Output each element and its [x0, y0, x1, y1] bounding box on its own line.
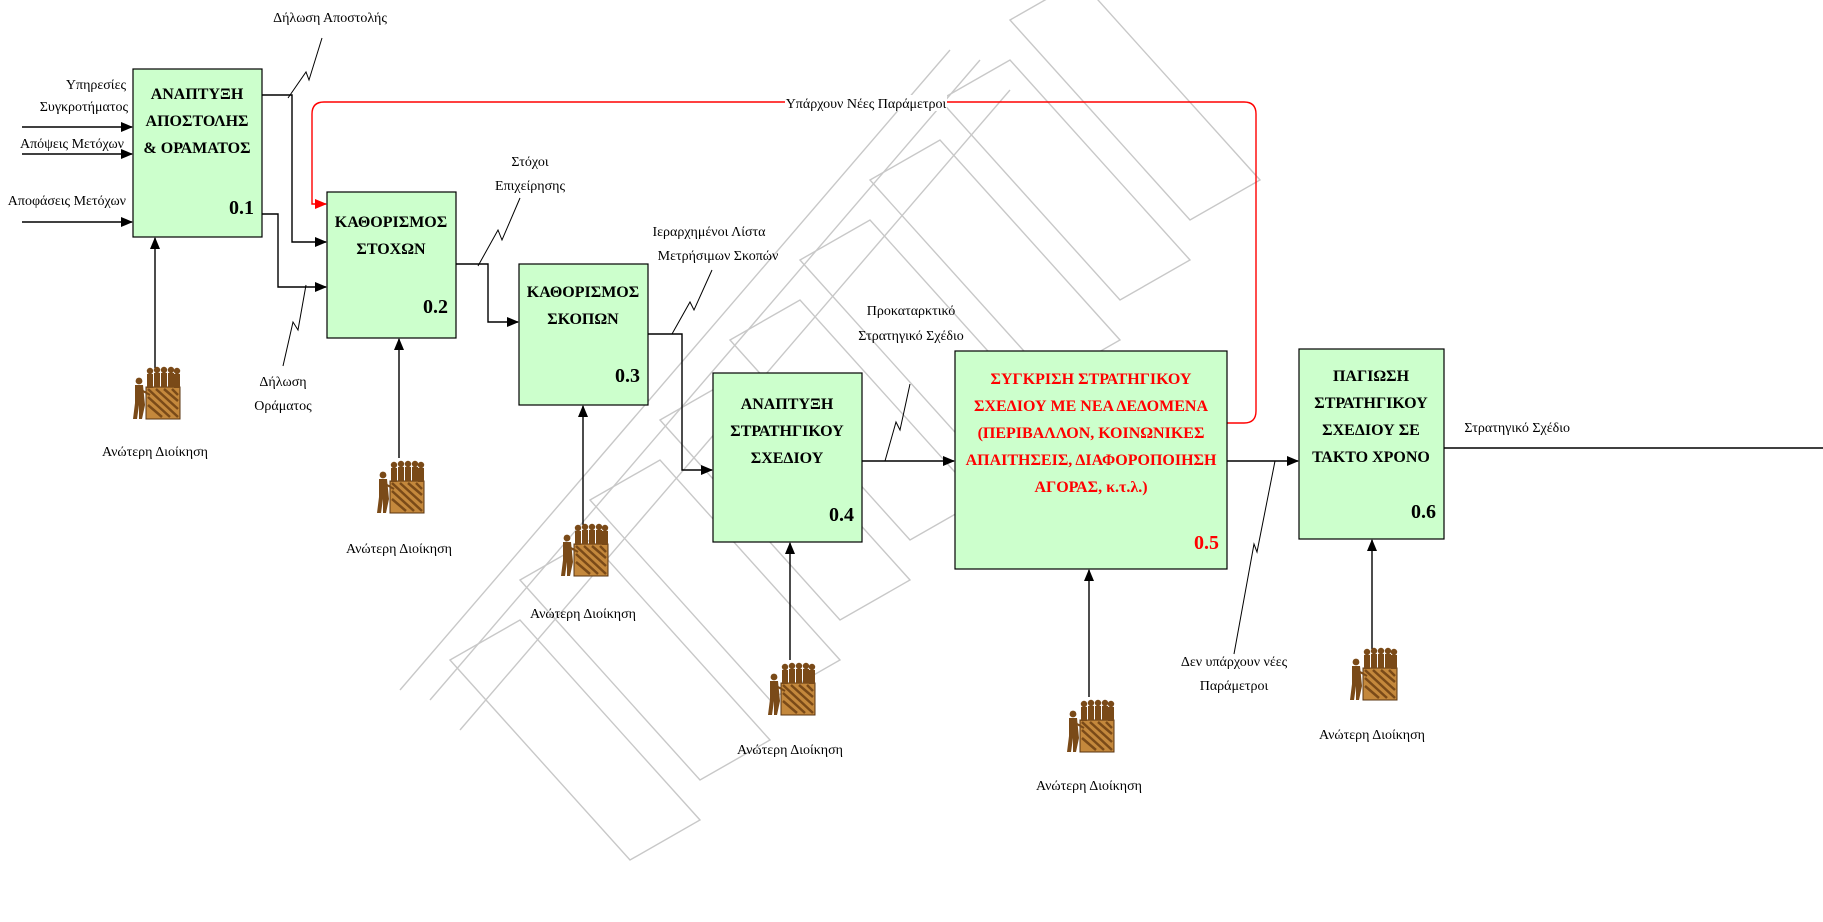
box-title-line: ΑΠΑΙΤΗΣΕΙΣ, ΔΙΑΦΟΡΟΠΟΙΗΣΗ: [966, 452, 1217, 469]
flow-label-no-new-parameters: Δεν υπάρχουν νέες: [1181, 655, 1288, 670]
box-title-line: ΤΑΚΤΟ ΧΡΟΝΟ: [1312, 449, 1430, 466]
mechanism-label: Ανώτερη Διοίκηση: [346, 542, 452, 557]
box-0-3: ΚΑΘΟΡΙΣΜΟΣ ΣΚΟΠΩΝ 0.3: [519, 264, 648, 405]
box-0-6: ΠΑΓΙΩΣΗ ΣΤΡΑΤΗΓΙΚΟΥ ΣΧΕΔΙΟΥ ΣΕ ΤΑΚΤΟ ΧΡΟ…: [1299, 349, 1444, 539]
box-title-line: ΣΧΕΔΙΟΥ ΜΕ ΝΕΑ ΔΕΔΟΜΕΝΑ: [974, 398, 1208, 415]
box-number: 0.5: [1194, 532, 1219, 554]
input-label: Απόψεις Μετόχων: [20, 137, 124, 152]
management-people-icon: [1350, 648, 1397, 700]
input-label: Αποφάσεις Μετόχων: [8, 194, 126, 209]
box-title-line: ΣΤΡΑΤΗΓΙΚΟΥ: [1314, 395, 1428, 412]
box-number: 0.4: [829, 504, 854, 526]
mechanism-label: Ανώτερη Διοίκηση: [530, 607, 636, 622]
management-people-icon: [561, 524, 608, 576]
box-title-line: ΑΝΑΠΤΥΞΗ: [741, 396, 834, 413]
mechanism-label: Ανώτερη Διοίκηση: [737, 743, 843, 758]
box-number: 0.1: [229, 197, 254, 219]
box-title-line: ΣΚΟΠΩΝ: [547, 311, 619, 328]
management-people-icon: [133, 367, 180, 419]
box-title-line: ΣΥΓΚΡΙΣΗ ΣΤΡΑΤΗΓΙΚΟΥ: [991, 371, 1192, 388]
flow-label-vision: Οράματος: [254, 399, 312, 414]
flow-label-preliminary: Στρατηγικό Σχέδιο: [858, 329, 964, 344]
flow-label-goals: Επιχείρησης: [495, 179, 565, 194]
flow-label-vision: Δήλωση: [259, 375, 306, 390]
flow-label-output: Στρατηγικό Σχέδιο: [1464, 421, 1570, 436]
box-title-line: ΣΧΕΔΙΟΥ: [751, 450, 824, 467]
flow-label-preliminary: Προκαταρκτικό: [867, 304, 956, 319]
management-people-icon: [768, 663, 815, 715]
box-number: 0.2: [423, 296, 448, 318]
box-title-line: & ΟΡΑΜΑΤΟΣ: [143, 140, 250, 157]
box-title-line: ΑΠΟΣΤΟΛΗΣ: [146, 113, 249, 130]
input-label: Υπηρεσίες: [66, 78, 127, 93]
flow-label-objectives: Μετρήσιμων Σκοπών: [658, 249, 779, 264]
box-0-4: ΑΝΑΠΤΥΞΗ ΣΤΡΑΤΗΓΙΚΟΥ ΣΧΕΔΙΟΥ 0.4: [713, 373, 862, 542]
flow-label-no-new-parameters: Παράμετροι: [1200, 679, 1269, 694]
box-number: 0.3: [615, 365, 640, 387]
management-people-icon: [1067, 700, 1114, 752]
flow-label-new-parameters: Υπάρχουν Νέες Παράμετροι: [786, 97, 947, 112]
input-label: Συγκροτήματος: [40, 100, 129, 115]
flow-label-mission: Δήλωση Αποστολής: [273, 11, 387, 26]
box-title-line: ΚΑΘΟΡΙΣΜΟΣ: [335, 214, 447, 231]
management-people-icon: [377, 461, 424, 513]
flow-label-objectives: Ιεραρχημένοι Λίστα: [652, 225, 766, 240]
mechanism-label: Ανώτερη Διοίκηση: [102, 445, 208, 460]
box-title-line: ΣΤΟΧΩΝ: [356, 241, 426, 258]
box-title-line: (ΠΕΡΙΒΑΛΛΟΝ, ΚΟΙΝΩΝΙΚΕΣ: [978, 425, 1205, 442]
box-title-line: ΑΓΟΡΑΣ, κ.τ.λ.): [1034, 479, 1147, 496]
flow-label-goals: Στόχοι: [511, 155, 548, 170]
box-number: 0.6: [1411, 501, 1436, 523]
box-0-2: ΚΑΘΟΡΙΣΜΟΣ ΣΤΟΧΩΝ 0.2: [327, 192, 456, 338]
box-title-line: ΚΑΘΟΡΙΣΜΟΣ: [527, 284, 639, 301]
box-title-line: ΑΝΑΠΤΥΞΗ: [151, 86, 244, 103]
box-0-1: ΑΝΑΠΤΥΞΗ ΑΠΟΣΤΟΛΗΣ & ΟΡΑΜΑΤΟΣ 0.1: [133, 69, 262, 237]
box-title-line: ΠΑΓΙΩΣΗ: [1333, 368, 1410, 385]
mechanism-label: Ανώτερη Διοίκηση: [1036, 779, 1142, 794]
box-title-line: ΣΧΕΔΙΟΥ ΣΕ: [1322, 422, 1420, 439]
box-0-5: ΣΥΓΚΡΙΣΗ ΣΤΡΑΤΗΓΙΚΟΥ ΣΧΕΔΙΟΥ ΜΕ ΝΕΑ ΔΕΔΟ…: [955, 351, 1227, 569]
box-title-line: ΣΤΡΑΤΗΓΙΚΟΥ: [730, 423, 844, 440]
mechanism-label: Ανώτερη Διοίκηση: [1319, 728, 1425, 743]
